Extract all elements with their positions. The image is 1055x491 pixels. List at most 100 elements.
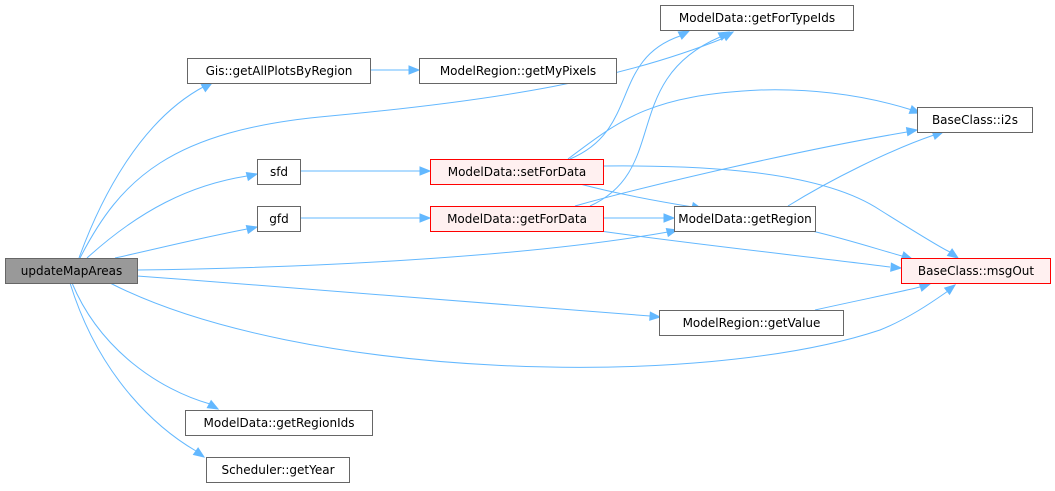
edge-updateMapAreas-to-gisGetAllPlotsByRegion [78,82,214,259]
edge-line [78,85,206,259]
edge-updateMapAreas-to-modelDataGetForTypeIds [79,31,735,259]
edge-modelDataGetForData-to-baseClassMsgOut [599,230,903,272]
node-label: ModelData::getForTypeIds [679,11,835,25]
edge-modelDataSetForData-to-modelDataGetForTypeIds [569,30,691,160]
edge-line [574,131,908,207]
edge-line [109,282,949,368]
node-label: gfd [269,212,288,226]
arrowhead-icon [245,171,259,182]
node-updateMapAreas[interactable]: updateMapAreas [5,258,138,284]
node-modelDataGetRegionIds[interactable]: ModelData::getRegionIds [185,410,373,436]
node-schedulerGetYear[interactable]: Scheduler::getYear [206,457,350,483]
node-label: updateMapAreas [21,264,122,278]
node-sfd[interactable]: sfd [257,159,301,185]
edge-updateMapAreas-to-schedulerGetYear [69,282,206,458]
edge-line [579,183,694,208]
node-box[interactable] [660,5,854,31]
edge-line [811,230,903,257]
edge-line [136,275,651,317]
edge-line [567,89,913,160]
arrowhead-icon [918,282,932,292]
arrowhead-icon [419,166,432,176]
node-box[interactable] [257,206,301,232]
node-baseClassMsgOut[interactable]: BaseClass::msgOut [901,258,1051,284]
edge-sfd-to-modelDataSetForData [300,166,432,176]
edge-line [86,175,248,259]
arrowhead-icon [946,248,960,259]
edge-line [814,286,921,311]
edge-line [114,228,248,259]
node-label: BaseClass::i2s [932,113,1018,127]
node-label: ModelRegion::getValue [683,316,821,330]
arrowhead-icon [206,399,220,410]
node-box[interactable] [674,206,816,232]
arrowhead-icon [649,311,662,321]
arrowhead-icon [717,31,731,41]
edge-updateMapAreas-to-baseClassMsgOut [109,282,957,368]
arrowhead-icon [663,213,676,223]
node-modelDataSetForData[interactable]: ModelData::setForData [430,159,604,185]
arrowhead-icon [419,213,432,223]
node-box[interactable] [257,159,301,185]
arrowhead-icon [677,30,691,40]
edge-line [569,35,681,160]
node-modelRegionGetMyPixels[interactable]: ModelRegion::getMyPixels [419,58,617,84]
edges-layer [69,30,960,458]
arrowhead-icon [245,224,259,235]
edge-modelDataGetForData-to-baseClassI2s [574,127,919,207]
edge-updateMapAreas-to-sfd [86,171,259,259]
edge-updateMapAreas-to-modelDataGetRegionIds [71,282,220,410]
node-label: BaseClass::msgOut [918,264,1034,278]
arrowhead-icon [943,284,957,296]
edge-line [71,282,211,405]
edge-modelRegionGetValue-to-baseClassMsgOut [814,282,932,311]
node-modelDataGetForTypeIds[interactable]: ModelData::getForTypeIds [660,5,854,31]
node-gisGetAllPlotsByRegion[interactable]: Gis::getAllPlotsByRegion [187,58,371,84]
node-box[interactable] [185,410,373,436]
node-box[interactable] [430,206,604,232]
node-box[interactable] [206,457,350,483]
edge-modelDataGetRegion-to-baseClassMsgOut [811,230,914,261]
edge-line [602,165,951,253]
node-baseClassI2s[interactable]: BaseClass::i2s [917,107,1033,133]
arrowhead-icon [200,82,214,93]
node-box[interactable] [430,159,604,185]
node-modelDataGetForData[interactable]: ModelData::getForData [430,206,604,232]
node-box[interactable] [917,107,1033,133]
arrowhead-icon [905,127,919,137]
edge-updateMapAreas-to-modelRegionGetValue [136,275,662,321]
edge-line [589,36,721,207]
node-label: ModelData::getRegion [678,212,812,226]
node-gfd[interactable]: gfd [257,206,301,232]
arrowhead-icon [408,65,421,75]
node-box[interactable] [659,310,844,336]
node-box[interactable] [419,58,617,84]
edge-line [599,230,891,268]
arrowhead-icon [192,447,206,458]
edge-gfd-to-modelDataGetForData [300,213,432,223]
edge-modelDataGetForData-to-modelDataGetForTypeIds [589,31,731,207]
edge-updateMapAreas-to-gfd [114,224,259,259]
edge-line [136,231,669,271]
node-label: ModelData::setForData [448,165,587,179]
node-box[interactable] [901,258,1051,284]
edge-line [69,282,197,452]
node-label: ModelData::getForData [447,212,587,226]
node-label: Scheduler::getYear [221,463,334,477]
node-modelRegionGetValue[interactable]: ModelRegion::getValue [659,310,844,336]
node-box[interactable] [5,258,138,284]
node-box[interactable] [187,58,371,84]
node-modelDataGetRegion[interactable]: ModelData::getRegion [674,206,816,232]
edge-line [79,37,725,259]
edge-modelDataGetRegion-to-baseClassI2s [787,131,945,207]
edge-gisGetAllPlotsByRegion-to-modelRegionGetMyPixels [370,65,421,75]
arrowhead-icon [890,262,903,272]
edge-modelDataSetForData-to-baseClassI2s [567,89,922,160]
edge-line [787,134,935,207]
node-label: sfd [270,165,288,179]
node-label: Gis::getAllPlotsByRegion [206,64,353,78]
node-label: ModelData::getRegionIds [204,416,355,430]
edge-modelDataGetForData-to-modelDataGetRegion [603,213,676,223]
